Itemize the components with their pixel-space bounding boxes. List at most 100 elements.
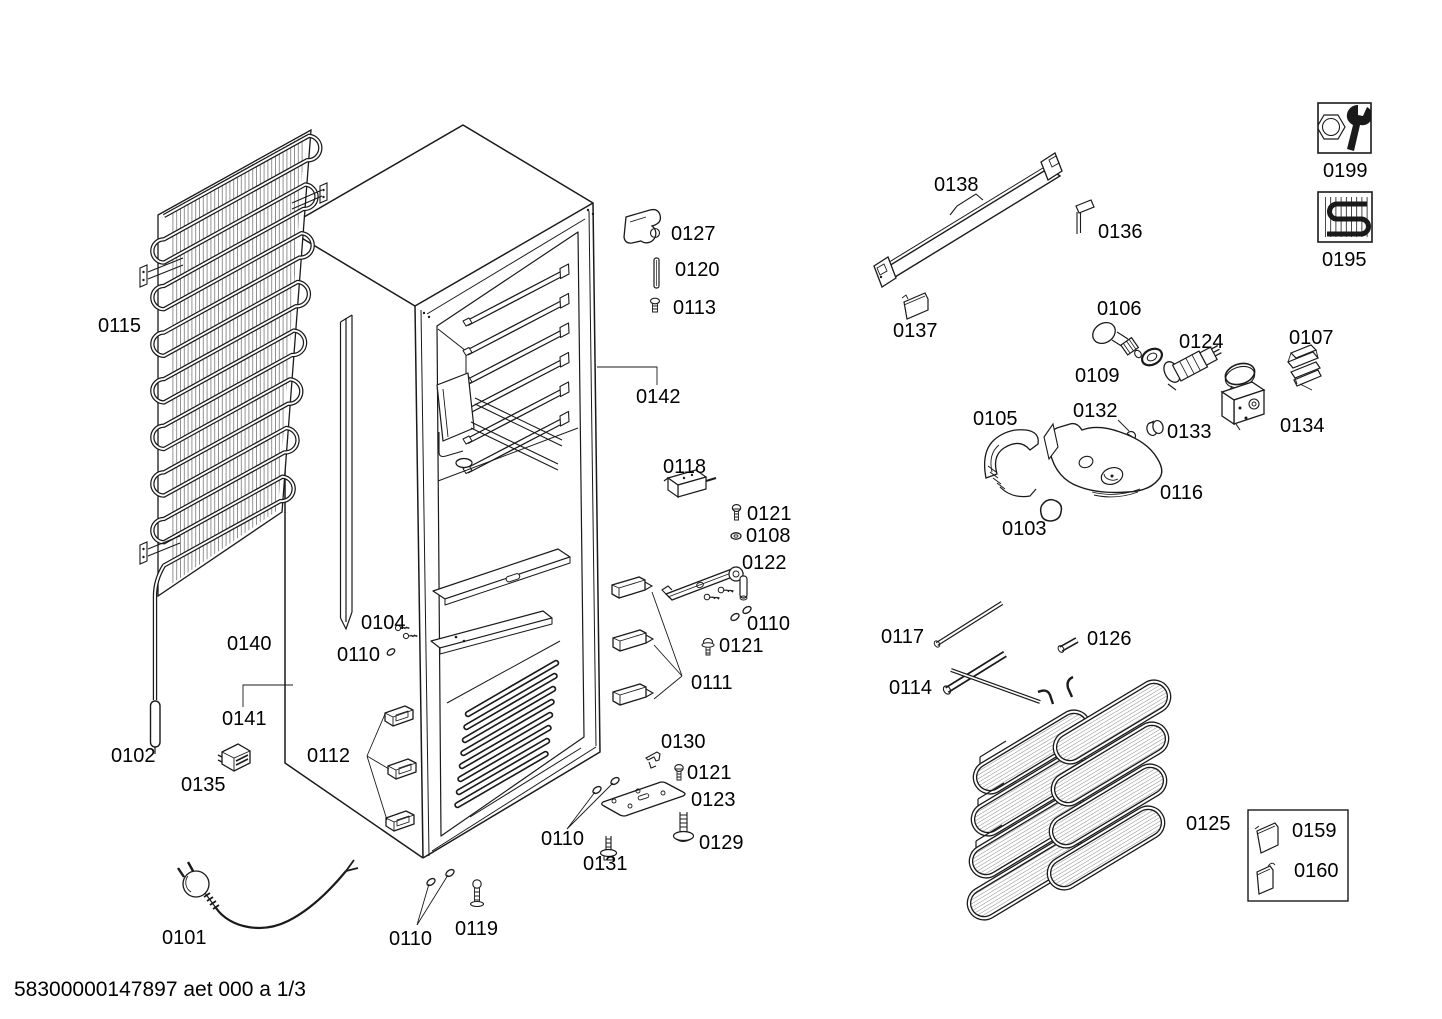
part-label-0110-22: 0110 <box>541 828 585 850</box>
part-label-0137-30: 0137 <box>893 320 938 342</box>
service-icon-box <box>1317 102 1372 154</box>
cover-strip-drawing-0140 <box>339 314 353 631</box>
part-label-0102-16: 0102 <box>111 745 156 767</box>
part-label-0113-4: 0113 <box>673 297 717 319</box>
clip-sheet-icon <box>1254 822 1279 854</box>
bolt-icon <box>1318 114 1346 140</box>
lamp-cover-0105 <box>983 429 1039 498</box>
washer-0108 <box>730 532 742 540</box>
screw-0113 <box>649 297 661 313</box>
bulb-0106 <box>1092 321 1142 359</box>
part-label-0109-32: 0109 <box>1075 365 1120 387</box>
tube-0126 <box>1057 637 1079 653</box>
screws-0104 <box>402 632 418 640</box>
evaporator-drawing-0125 <box>950 668 1172 921</box>
part-label-0110-25: 0110 <box>389 928 433 950</box>
part-label-0129-24: 0129 <box>699 832 744 854</box>
part-label-0108-7: 0108 <box>746 525 791 547</box>
screws-pair <box>703 593 720 601</box>
part-label-0127-2: 0127 <box>671 223 716 245</box>
lamp-housing-0116 <box>1043 422 1163 498</box>
small-parts-center <box>177 208 752 929</box>
part-label-0120-3: 0120 <box>675 259 720 281</box>
part-label-0114-43: 0114 <box>889 677 933 699</box>
hinge-arm-0122 <box>661 566 748 601</box>
connector-block-0135 <box>217 743 251 772</box>
clip-curl-icon <box>1256 862 1276 895</box>
base-plate-0123 <box>601 781 686 817</box>
screw-0119 <box>469 879 485 908</box>
hinge-block-0112 <box>387 758 417 780</box>
ring-0110 <box>592 785 602 795</box>
lamp-socket-0124 <box>1163 345 1222 391</box>
cap-0103 <box>1039 498 1063 522</box>
part-label-0111-11: 0111 <box>691 672 733 694</box>
fixings-legend-box <box>1247 809 1349 902</box>
part-label-0110-9: 0110 <box>747 613 791 635</box>
part-label-0110-13: 0110 <box>337 644 381 666</box>
freezer-floor-slots <box>454 659 560 809</box>
clip-0136 <box>1075 199 1095 234</box>
screws-0104 <box>394 624 410 632</box>
callout-leader-lines <box>242 366 1130 926</box>
tube-0114 <box>942 651 1007 695</box>
grommet-0133 <box>1146 419 1164 437</box>
part-label-0107-34: 0107 <box>1289 327 1334 349</box>
part-label-0115-0: 0115 <box>98 315 142 337</box>
screw-0121-c <box>674 764 684 781</box>
heat-exchanger-icon-box <box>1317 191 1373 243</box>
ring-0110 <box>730 612 740 622</box>
part-label-0130-19: 0130 <box>661 731 706 753</box>
hinge-bracket-0127 <box>623 208 662 244</box>
part-label-0112-18: 0112 <box>307 745 351 767</box>
part-label-0160-48: 0160 <box>1294 860 1339 882</box>
bracket-0107 <box>1287 344 1322 391</box>
part-label-0131-23: 0131 <box>583 853 628 875</box>
part-label-0126-42: 0126 <box>1087 628 1132 650</box>
part-label-0117-41: 0117 <box>881 626 925 648</box>
part-label-0119-26: 0119 <box>455 918 499 940</box>
bolt-0129 <box>672 812 695 842</box>
ring-0110 <box>445 868 455 878</box>
switch-0118 <box>663 469 717 499</box>
cabinet-body-drawing-0142 <box>284 124 601 859</box>
part-label-0122-8: 0122 <box>742 552 787 574</box>
part-label-0135-17: 0135 <box>181 774 226 796</box>
power-cord-0101 <box>177 859 359 929</box>
part-label-0142-1: 0142 <box>636 386 681 408</box>
gasket-ring-0109 <box>1140 347 1164 367</box>
thermostat-0134 <box>1220 362 1266 431</box>
part-label-0121-20: 0121 <box>687 762 732 784</box>
part-label-0133-36: 0133 <box>1167 421 1212 443</box>
document-code: 58300000147897 aet 000 a 1/3 <box>14 978 306 1001</box>
hinge-block-0112 <box>384 705 414 727</box>
part-label-0105-38: 0105 <box>973 408 1018 430</box>
part-label-0195-46: 0195 <box>1322 249 1367 271</box>
right-side-parts <box>873 152 1322 695</box>
tube-0117 <box>933 601 1004 648</box>
part-label-0199-45: 0199 <box>1323 160 1368 182</box>
part-label-0106-31: 0106 <box>1097 298 1142 320</box>
clip-0130 <box>645 751 661 769</box>
part-label-0140-14: 0140 <box>227 633 272 655</box>
part-label-0141-15: 0141 <box>222 708 267 730</box>
part-label-0104-12: 0104 <box>361 612 406 634</box>
condenser-panel-drawing-0115 <box>139 128 328 754</box>
part-label-0138-28: 0138 <box>934 174 979 196</box>
screws-pair <box>717 586 734 594</box>
part-label-0124-33: 0124 <box>1179 331 1224 353</box>
ring-0110 <box>426 877 436 887</box>
ring-0110 <box>610 776 620 786</box>
condenser-bracket <box>139 182 328 565</box>
part-label-0116-39: 0116 <box>1160 482 1204 504</box>
part-label-0125-44: 0125 <box>1186 813 1231 835</box>
part-label-0121-6: 0121 <box>747 503 792 525</box>
part-label-0121-10: 0121 <box>719 635 764 657</box>
part-label-0159-47: 0159 <box>1292 820 1337 842</box>
part-label-0132-35: 0132 <box>1073 400 1118 422</box>
pin-0120 <box>653 257 660 289</box>
hinge-block-0112 <box>385 810 415 832</box>
shelf-stop-blocks-0111 <box>611 576 655 706</box>
clip-0137 <box>901 292 929 320</box>
